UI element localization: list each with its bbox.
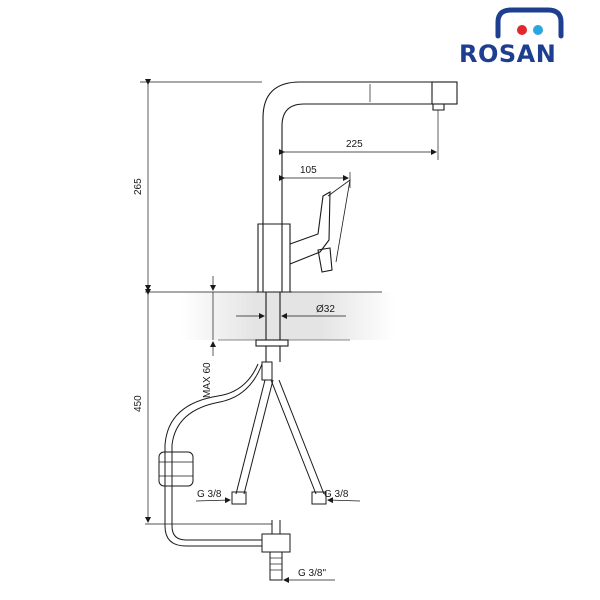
connector-right-label: G 3/8 xyxy=(324,489,349,500)
connector-bottom: G 3/8" xyxy=(283,568,335,583)
brand-logo: ROSAN xyxy=(459,7,564,68)
connector-left: G 3/8 xyxy=(195,489,231,504)
countertop xyxy=(145,291,395,341)
brand-name: ROSAN xyxy=(459,40,556,68)
dim-diameter-32: Ø32 xyxy=(236,304,346,319)
dim-label-105: 105 xyxy=(300,165,317,176)
supply-hoses xyxy=(158,361,327,581)
dim-max-60: MAX 60 xyxy=(202,276,216,398)
dim-reach-225: 225 xyxy=(279,110,439,160)
logo-blue-dot xyxy=(533,25,543,35)
connector-right: G 3/8 xyxy=(324,489,361,504)
dim-label-450: 450 xyxy=(133,395,144,412)
connector-left-label: G 3/8 xyxy=(197,489,222,500)
dim-label-32: Ø32 xyxy=(316,304,335,315)
dim-hose-450: 450 xyxy=(133,289,272,525)
dim-label-265: 265 xyxy=(133,178,144,195)
dim-handle-105: 105 xyxy=(279,165,351,188)
connector-bottom-label: G 3/8" xyxy=(298,568,326,579)
dim-label-max60: MAX 60 xyxy=(202,362,213,398)
logo-red-dot xyxy=(517,25,527,35)
dim-height-265: 265 xyxy=(133,79,262,291)
logo-arch xyxy=(495,7,564,39)
dim-label-225: 225 xyxy=(346,139,363,150)
faucet-body xyxy=(255,81,458,362)
